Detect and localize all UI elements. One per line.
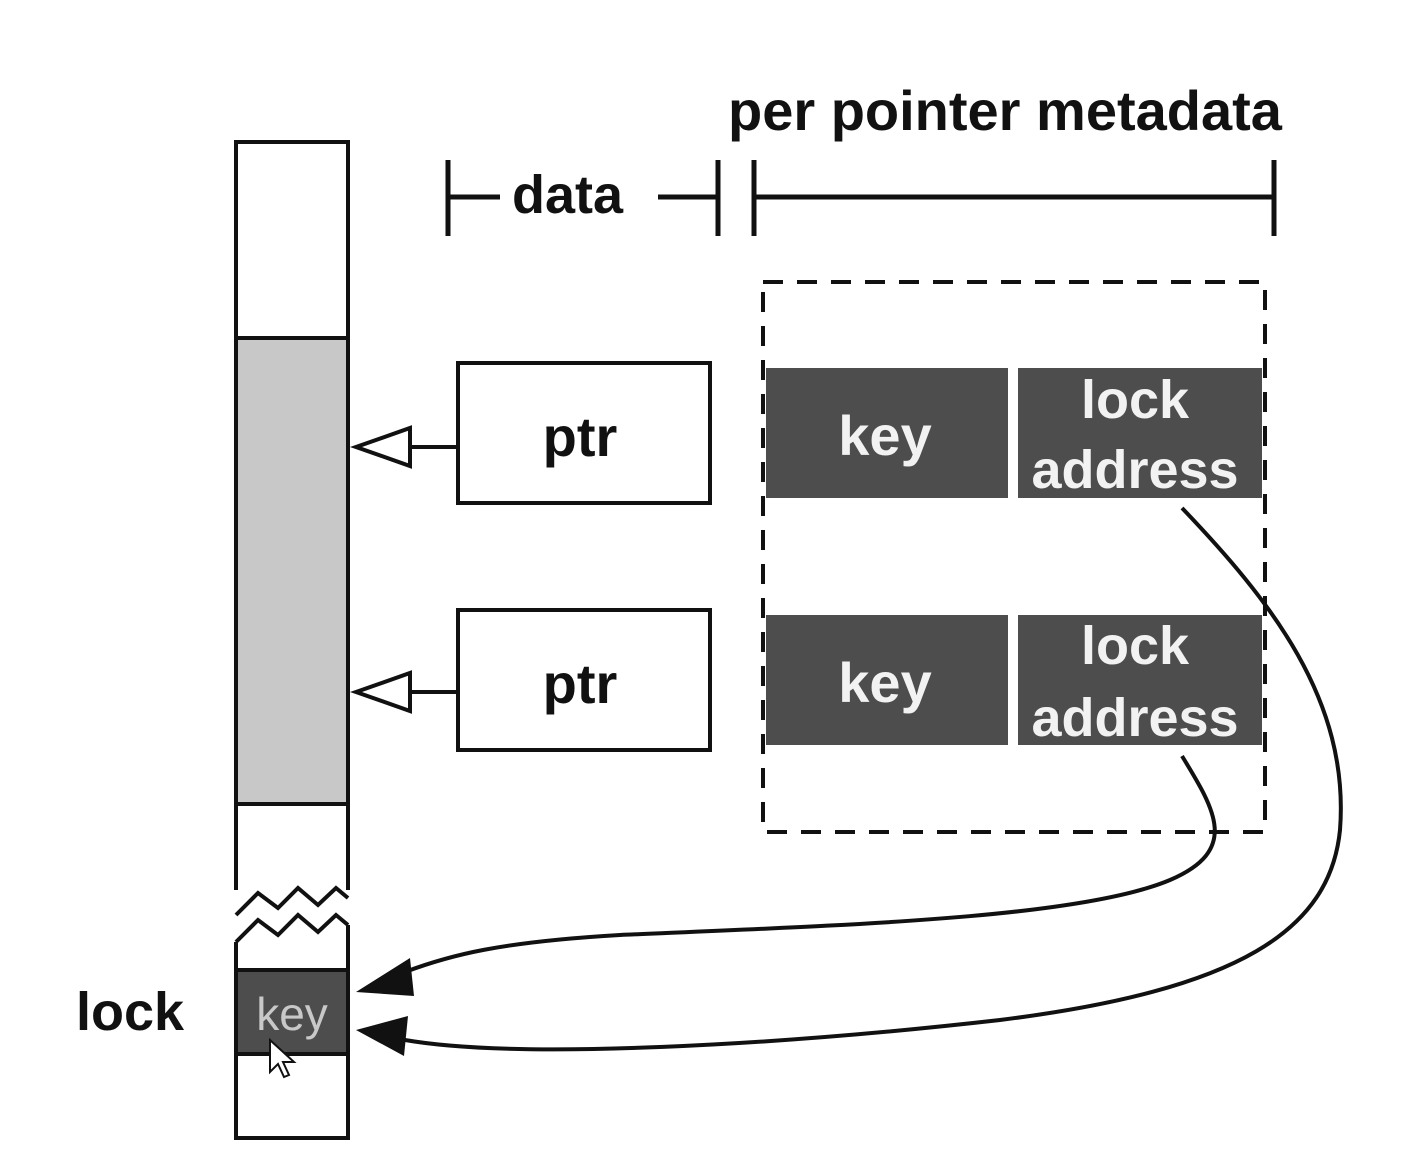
ptr-label: ptr: [543, 405, 618, 468]
key-label: key: [838, 404, 931, 467]
lock-address-cell: [1018, 615, 1262, 745]
lock-address-line2: address: [1031, 440, 1238, 500]
memory-allocated-region: [234, 336, 350, 806]
lock-address-arrowhead-1: [356, 1016, 408, 1056]
memory-column: key: [234, 140, 350, 1140]
ptr-box: [456, 608, 712, 752]
lock-address-arrows: [356, 506, 1343, 1056]
lock-address-cell: [1018, 368, 1262, 498]
ptr-label: ptr: [543, 652, 618, 715]
ptr-arrowhead: [349, 670, 412, 714]
data-label: data: [512, 165, 624, 225]
memory-top-segment: [234, 140, 350, 340]
lock-address-line1: lock: [1081, 370, 1190, 430]
lock-address-arrow-1: [404, 506, 1343, 1052]
key-label: key: [838, 651, 931, 714]
lock-label: lock: [76, 982, 185, 1042]
pointer-row-2: ptr key lock address: [349, 608, 1262, 752]
lock-address-arrowhead-2: [356, 958, 414, 996]
metadata-container: [761, 280, 1267, 834]
data-bracket: [445, 160, 721, 236]
lock-address-line2: address: [1031, 688, 1238, 748]
mouse-pointer-icon: [269, 1037, 297, 1079]
memory-break-lower: [234, 912, 350, 944]
per-pointer-metadata-label: per pointer metadata: [728, 79, 1283, 142]
ptr-box: [456, 361, 712, 505]
key-cell: [766, 615, 1008, 745]
key-cell: [766, 368, 1008, 498]
memory-lower-segment: [234, 804, 350, 890]
ptr-arrowhead: [349, 425, 412, 469]
lock-address-arrow-2: [404, 754, 1217, 974]
lock-address-line1: lock: [1081, 616, 1190, 676]
memory-break-upper: [234, 885, 350, 917]
metadata-bracket: [751, 160, 1277, 236]
lock-key-label: key: [256, 988, 328, 1040]
pointer-row-1: ptr key lock address: [349, 361, 1262, 505]
